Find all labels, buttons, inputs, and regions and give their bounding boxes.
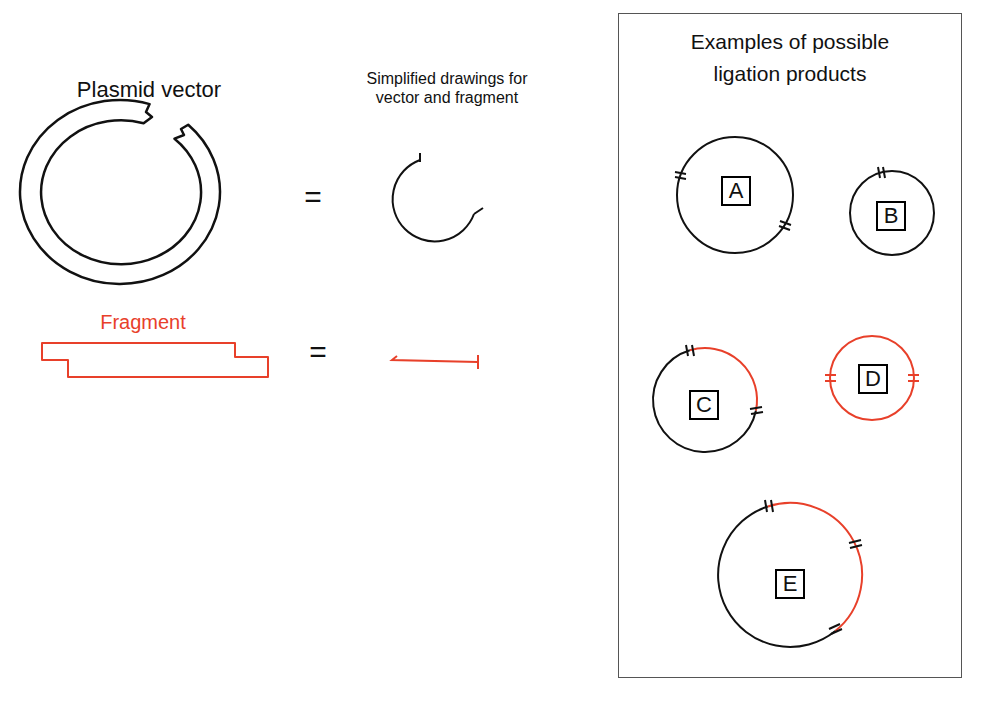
junction-mark bbox=[765, 500, 862, 634]
product-letter: A bbox=[724, 178, 749, 204]
simplified-fragment bbox=[392, 355, 478, 369]
product-letter: B bbox=[879, 203, 904, 229]
equals-sign: = bbox=[304, 179, 322, 215]
product-letter: D bbox=[860, 366, 886, 392]
product-letter: E bbox=[778, 571, 803, 597]
junction-mark bbox=[878, 167, 885, 178]
product-label-box: E bbox=[775, 569, 805, 599]
fragment-circle bbox=[830, 336, 914, 420]
junction-mark bbox=[675, 172, 791, 230]
dna-fragment bbox=[42, 343, 268, 377]
sticky-end-mark bbox=[420, 153, 483, 214]
note-label: Simplified drawings for vector and fragm… bbox=[360, 69, 535, 107]
example-panel: Examples of possible ligation productsA B… bbox=[618, 13, 962, 678]
product-circle bbox=[677, 137, 793, 253]
part-label: Fragment bbox=[100, 310, 186, 334]
product-label-box: A bbox=[721, 176, 751, 206]
vector-arc bbox=[653, 350, 756, 452]
part-label: Plasmid vector bbox=[77, 77, 221, 103]
panel-heading: Examples of possible ligation products bbox=[660, 26, 920, 89]
product-circle bbox=[850, 171, 934, 255]
fragment-arc bbox=[768, 503, 862, 631]
product-letter: C bbox=[691, 392, 717, 418]
plasmid-ring bbox=[20, 100, 220, 284]
equals-sign: = bbox=[309, 334, 327, 370]
vector-arc bbox=[718, 507, 835, 647]
product-label-box: B bbox=[876, 201, 906, 231]
product-label-box: C bbox=[689, 390, 719, 420]
simplified-vector bbox=[393, 160, 474, 241]
product-label-box: D bbox=[858, 364, 888, 394]
